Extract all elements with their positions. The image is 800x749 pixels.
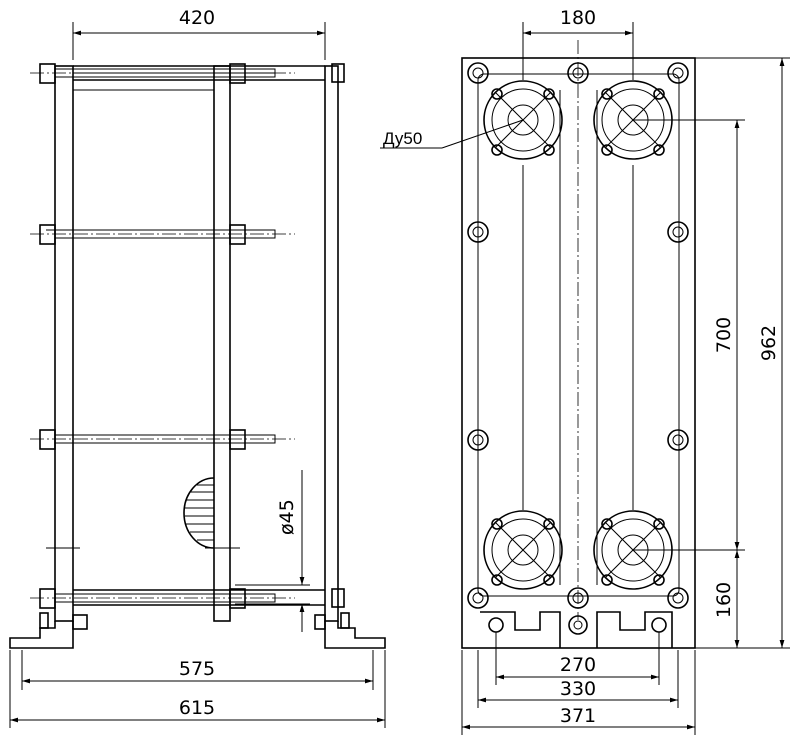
dim-420: 420 [72,7,326,60]
bottom-guide-bar [73,589,325,606]
nozzle-leader: Ду50 [380,119,524,149]
tie-rod-3 [30,429,295,450]
tie-rod-1 [30,63,295,84]
dim-180: 180 [522,7,634,80]
dim-575: 575 [21,650,374,690]
top-guide-bar [73,65,325,81]
front-view: 180 Ду50 700 962 160 [380,7,790,735]
dim-330: 330 [477,650,679,708]
dim-270-label: 270 [560,654,596,676]
right-foot [314,612,386,649]
dim-615-label: 615 [179,697,215,719]
tie-rod-2 [30,224,295,245]
pressure-plate [213,65,231,622]
frame-bolts [467,62,689,609]
side-view: ø45 420 575 615 [9,7,386,728]
dim-700-label: 700 [713,317,735,353]
fixed-plate [54,65,74,622]
dim-180-label: 180 [560,7,596,29]
front-feet [480,611,673,648]
dim-371-label: 371 [560,705,596,727]
dim-420-label: 420 [179,7,215,29]
dim-270: 270 [495,632,660,685]
plate-outline [477,73,680,597]
port-bottom-left [483,510,563,590]
nozzle-label: Ду50 [383,129,422,148]
nozzle-section [183,477,215,549]
dim-160: 160 [713,550,740,648]
dim-330-label: 330 [560,678,596,700]
support-column [324,65,339,622]
dim-d45: ø45 [235,470,310,632]
port-top-right [593,80,673,160]
tie-rod-4 [30,588,295,609]
dim-962: 962 [695,57,790,649]
dim-575-label: 575 [179,658,215,680]
dim-371: 371 [461,650,696,735]
dim-700: 700 [633,119,745,551]
left-foot [9,612,88,649]
dim-615: 615 [9,650,386,728]
dim-962-label: 962 [758,325,780,361]
dim-d45-label: ø45 [276,499,298,535]
dim-160-label: 160 [713,582,735,618]
frame-outline [461,57,696,649]
